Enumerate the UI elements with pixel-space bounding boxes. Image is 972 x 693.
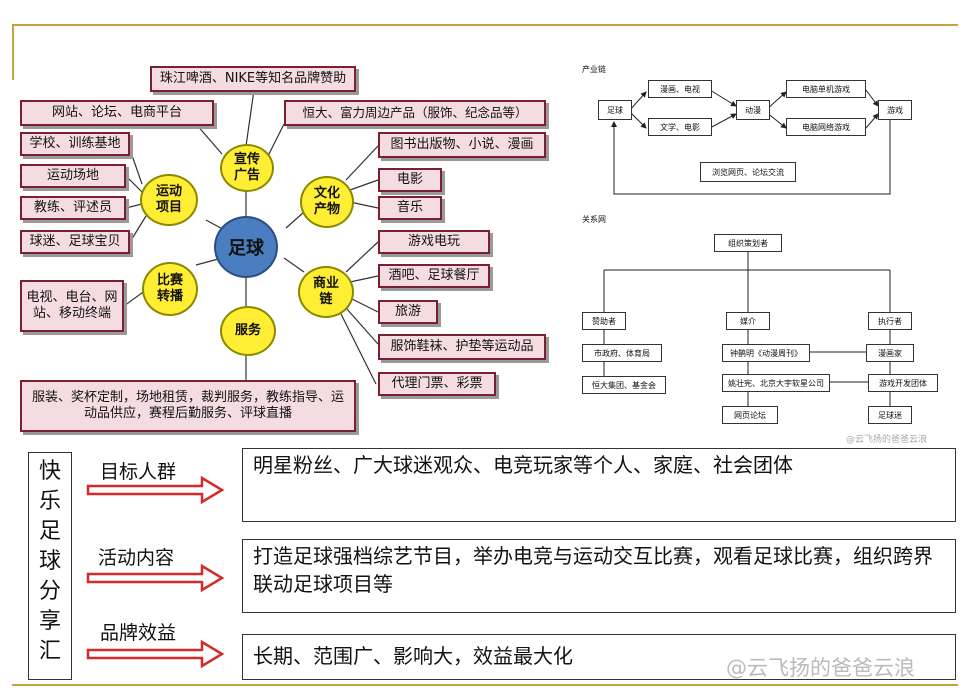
network-node-gov: 市政府、体育局	[582, 344, 662, 362]
box-bar: 酒吧、足球餐厅	[378, 264, 490, 288]
mindmap-connectors	[123, 89, 379, 385]
box-tv: 电视、电台、网站、移动终端	[20, 280, 124, 332]
network-node-executor: 执行者	[868, 312, 912, 330]
hub-activity: 运动 项目	[140, 174, 198, 226]
network-node-fans: 足球迷	[868, 406, 912, 424]
row-text-content: 打造足球强档综艺节目，举办电竞与运动交互比赛，观看足球比赛，组织跨界联动足球项目…	[242, 539, 956, 613]
network-node-media: 媒介	[726, 312, 770, 330]
hub-culture: 文化 产物	[300, 176, 354, 228]
network-node-group: 恒大集团、基金会	[582, 376, 666, 394]
hub-service: 服务	[220, 306, 276, 356]
box-books: 图书出版物、小说、漫画	[378, 132, 546, 158]
box-apparel: 服饰鞋袜、护垫等运动品	[378, 334, 546, 360]
box-film: 电影	[378, 168, 442, 192]
chain-node-comic-tv: 漫画、电视	[648, 80, 712, 98]
network-node-magazine: 钟鹊明《动漫周刊》	[722, 344, 810, 362]
frame-bottom-line	[12, 684, 958, 686]
box-services: 服装、奖杯定制，场地租赁，裁判服务，教练指导、运动品供应，赛程后勤服务、评球直播	[20, 380, 356, 432]
row-label-benefit: 品牌效益	[100, 622, 177, 644]
network-node-devteam: 游戏开发团体	[868, 374, 938, 392]
chain-node-football: 足球	[598, 100, 632, 120]
network-node-artist: 漫画家	[866, 344, 914, 362]
chain-title: 产业链	[582, 65, 606, 74]
chain-connectors	[611, 89, 891, 195]
network-node-organizer: 组织策划者	[714, 234, 782, 252]
network-node-company: 姚壮宪、北京大宇软星公司	[722, 374, 830, 392]
frame-left-line	[12, 24, 14, 80]
network-node-sponsor: 赞助者	[582, 312, 626, 330]
hub-promo: 宣传 广告	[220, 144, 274, 192]
chain-node-pc-game: 电脑单机游戏	[786, 80, 866, 98]
chain-node-online-game: 电脑网络游戏	[786, 118, 866, 136]
hub-business: 商业 链	[298, 266, 354, 318]
mindmap-center-football: 足球	[214, 216, 278, 278]
box-music: 音乐	[378, 196, 442, 220]
chain-node-anime: 动漫	[736, 100, 770, 120]
box-stars: 球迷、足球宝贝	[20, 230, 130, 254]
network-title: 关系网	[582, 215, 606, 224]
box-games: 游戏电玩	[378, 230, 490, 254]
watermark-large: @云飞扬的爸爸云浪	[726, 656, 915, 680]
row-label-target: 目标人群	[100, 461, 177, 483]
watermark-small: @云飞扬的爸爸云浪	[846, 435, 928, 445]
hub-broadcast: 比赛 转播	[142, 262, 198, 316]
box-coach: 教练、评述员	[20, 196, 126, 220]
row-text-target: 明星粉丝、广大球迷观众、电竞玩家等个人、家庭、社会团体	[242, 448, 956, 522]
chain-node-literature: 文学、电影	[648, 118, 712, 136]
box-sponsor: 珠江啤酒、NIKE等知名品牌赞助	[150, 66, 356, 92]
chain-node-browse: 浏览网页、论坛交流	[700, 162, 796, 182]
box-tickets: 代理门票、彩票	[378, 372, 496, 396]
chain-node-game: 游戏	[878, 100, 912, 120]
box-school: 学校、训练基地	[20, 132, 130, 156]
box-web: 网站、论坛、电商平台	[20, 100, 214, 126]
box-merch: 恒大、富力周边产品（服饰、纪念品等）	[284, 100, 546, 126]
box-venue: 运动场地	[20, 164, 126, 188]
network-connectors	[603, 252, 891, 406]
row-label-content: 活动内容	[98, 547, 175, 569]
box-travel: 旅游	[378, 300, 438, 324]
network-node-webforum: 网页论坛	[722, 406, 778, 424]
row-text-benefit: 长期、范围广、影响大，效益最大化	[242, 634, 956, 680]
frame-top-line	[12, 24, 958, 26]
summary-arrows	[86, 475, 225, 669]
summary-title: 快乐足球分享汇	[28, 452, 72, 680]
